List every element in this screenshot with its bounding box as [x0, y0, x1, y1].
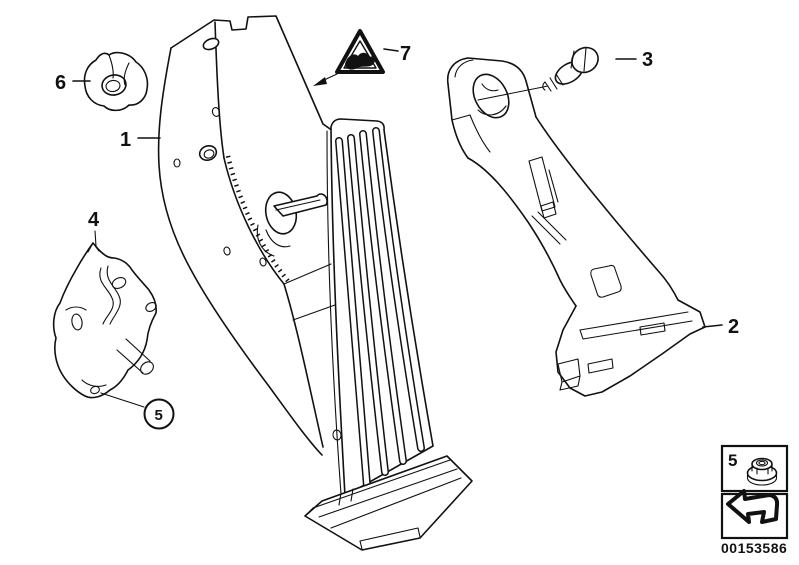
callout-3[interactable]: 3 — [615, 49, 653, 71]
legend: 5 00153586 — [720, 444, 789, 556]
callout-4-label[interactable]: 4 — [88, 209, 100, 231]
housing-mount-hole — [198, 145, 218, 161]
callout-7[interactable]: 7 — [383, 43, 411, 65]
part-1-pedal-pad — [326, 118, 434, 497]
callout-5-label[interactable]: 5 — [155, 407, 163, 424]
part-3-hex-bolt — [477, 46, 599, 101]
flange-nut-icon — [746, 457, 778, 486]
callout-2-label[interactable]: 2 — [728, 316, 739, 338]
diagram-number: 00153586 — [721, 540, 787, 556]
callout-2[interactable]: 2 — [702, 316, 739, 338]
warning-glyph — [345, 52, 376, 70]
direction-arrow-icon — [726, 489, 780, 524]
warning-triangle-icon — [313, 29, 385, 86]
knurled-edge — [225, 155, 290, 283]
part-1-pedal-module-housing — [157, 15, 342, 456]
pivot-shaft — [273, 193, 328, 217]
housing-top-hole — [202, 37, 220, 51]
callout-1-label[interactable]: 1 — [120, 129, 131, 151]
part-4-support-bracket — [52, 242, 157, 399]
callout-1[interactable]: 1 — [120, 129, 161, 151]
bracket-bolt-hole — [472, 73, 510, 119]
callout-5-circled[interactable]: 5 — [100, 392, 175, 430]
bracket-nut-hole — [90, 385, 100, 395]
callout-6[interactable]: 6 — [55, 72, 91, 94]
part-2-pedal-bracket — [446, 57, 706, 397]
callout-4[interactable]: 4 — [88, 209, 100, 247]
callout-6-label[interactable]: 6 — [55, 72, 66, 94]
part-6-clip-nut — [83, 51, 149, 112]
bolt-leader-line — [477, 85, 549, 101]
pedal-pad-ribs — [335, 127, 425, 490]
callout-3-label[interactable]: 3 — [642, 49, 653, 71]
callouts: 1 2 3 4 5 6 7 — [55, 43, 739, 430]
callout-7-label[interactable]: 7 — [400, 43, 411, 65]
part-1-pedal-base — [304, 455, 473, 551]
legend-ref-number: 5 — [728, 451, 737, 470]
arrowhead — [313, 77, 327, 86]
